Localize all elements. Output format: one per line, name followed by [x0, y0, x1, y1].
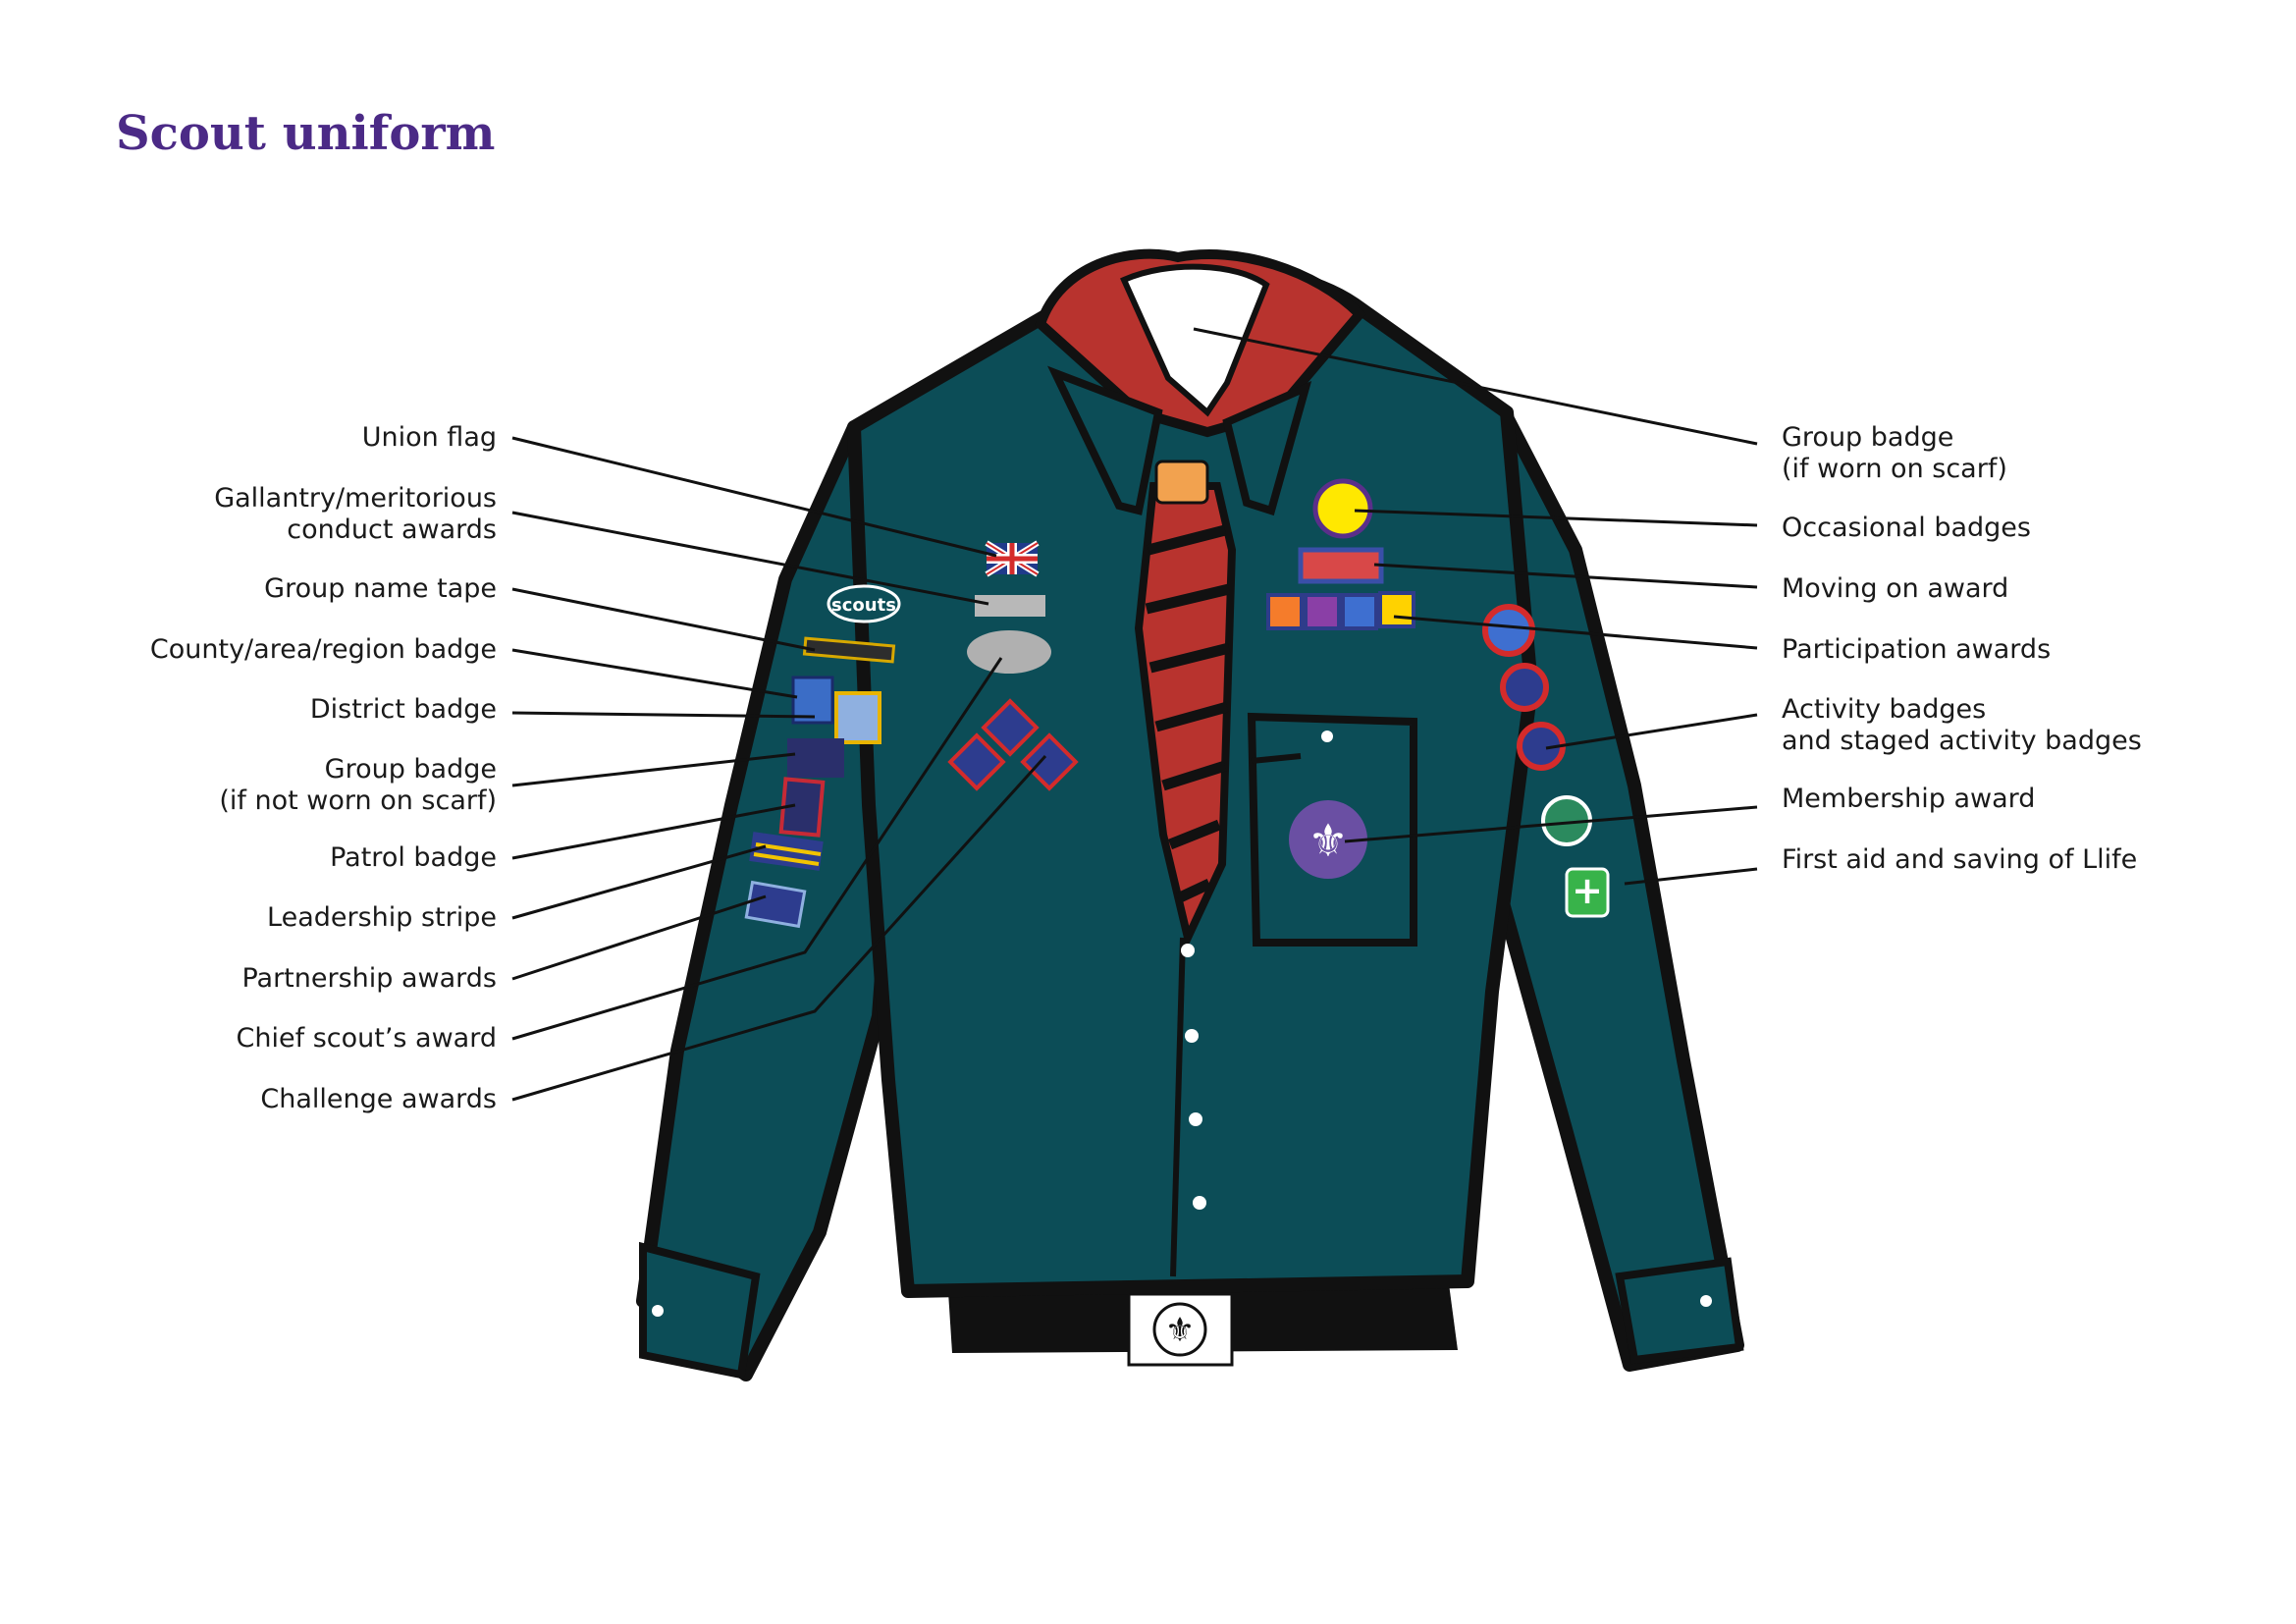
label-union-flag: Union flag [361, 422, 497, 453]
shirt-button [1189, 1112, 1202, 1126]
leadership-stripe-line [753, 852, 820, 866]
neck-opening [1120, 263, 1270, 417]
left-cuff [639, 1241, 761, 1380]
partnership-award-badge [744, 880, 807, 929]
first-aid-badge [1565, 867, 1610, 918]
occasional-badge-icon [1312, 478, 1373, 539]
shirt-button [1181, 944, 1195, 957]
participation-awards-row [1266, 591, 1415, 630]
first-aid-cross-icon: + [1572, 869, 1603, 912]
group-badge-sleeve [787, 738, 844, 778]
leader-lines-left [511, 436, 1047, 1102]
county-badge-tape [802, 636, 896, 664]
participation-award-icon [1304, 593, 1341, 630]
leadership-stripe-line [755, 842, 822, 856]
label-occasional-badges: Occasional badges [1782, 513, 2031, 543]
patrol-badge-icon [778, 777, 826, 838]
shirt-button [1185, 1029, 1199, 1043]
right-sleeve [1485, 410, 1744, 1372]
pocket-button [1321, 731, 1333, 742]
participation-award-icon [1378, 591, 1415, 628]
label-district-badge: District badge [309, 694, 497, 725]
challenge-award-icon [947, 732, 1006, 791]
label-group-name-tape: Group name tape [264, 573, 497, 604]
shirt-button [1193, 1196, 1206, 1210]
county-badge-icon [791, 676, 834, 725]
buckle-fleur-icon: ⚜ [1165, 1311, 1195, 1350]
moving-on-award-badge [1298, 547, 1384, 584]
gallantry-award-badge [975, 595, 1045, 617]
fleur-de-lis-icon: ⚜ [1308, 814, 1348, 867]
label-challenge-awards: Challenge awards [260, 1084, 497, 1114]
label-chief-scouts-award: Chief scout’s award [236, 1023, 497, 1054]
district-badge-icon [834, 691, 881, 744]
participation-award-icon [1266, 593, 1304, 630]
label-first-aid: First aid and saving of Llife [1782, 844, 2138, 875]
participation-award-icon [1341, 593, 1378, 630]
label-membership-award: Membership award [1782, 784, 2036, 814]
scarf-stripes [1145, 524, 1231, 903]
left-cuff-button [652, 1305, 664, 1317]
belt-buckle [1127, 1292, 1234, 1367]
placket-line [1170, 937, 1186, 1277]
scouts-logo-badge [827, 584, 901, 623]
union-flag-icon [985, 540, 1040, 577]
challenge-awards-group [947, 698, 1079, 791]
woggle [1154, 460, 1209, 505]
scouts-logo-text: scouts [831, 595, 896, 616]
label-partnership-awards: Partnership awards [241, 963, 497, 994]
buckle-emblem-icon [1152, 1302, 1207, 1357]
page-title: Scout uniform [116, 106, 496, 161]
label-group-badge-not-scarf: Group badge(if not worn on scarf) [219, 754, 497, 816]
pocket-flap [1251, 753, 1302, 764]
activity-badge-icon [1500, 663, 1549, 712]
activity-badge-icon [1482, 604, 1535, 657]
leader-lines-right [1193, 327, 1758, 886]
label-moving-on-award: Moving on award [1782, 573, 2009, 604]
group-name-tape-oval [967, 630, 1051, 674]
right-cuff [1615, 1257, 1744, 1365]
left-collar [1047, 365, 1163, 515]
label-county-badge: County/area/region badge [149, 634, 497, 665]
membership-award-badge [1289, 800, 1367, 879]
label-patrol-badge: Patrol badge [330, 842, 497, 873]
right-cuff-button [1700, 1295, 1712, 1307]
chief-scouts-award-icon [1020, 732, 1079, 791]
label-participation-awards: Participation awards [1782, 634, 2052, 665]
challenge-award-icon [981, 698, 1040, 757]
right-collar [1222, 380, 1312, 516]
label-leadership-stripe: Leadership stripe [267, 902, 497, 933]
label-group-badge-scarf: Group badge(if worn on scarf) [1782, 422, 2007, 484]
